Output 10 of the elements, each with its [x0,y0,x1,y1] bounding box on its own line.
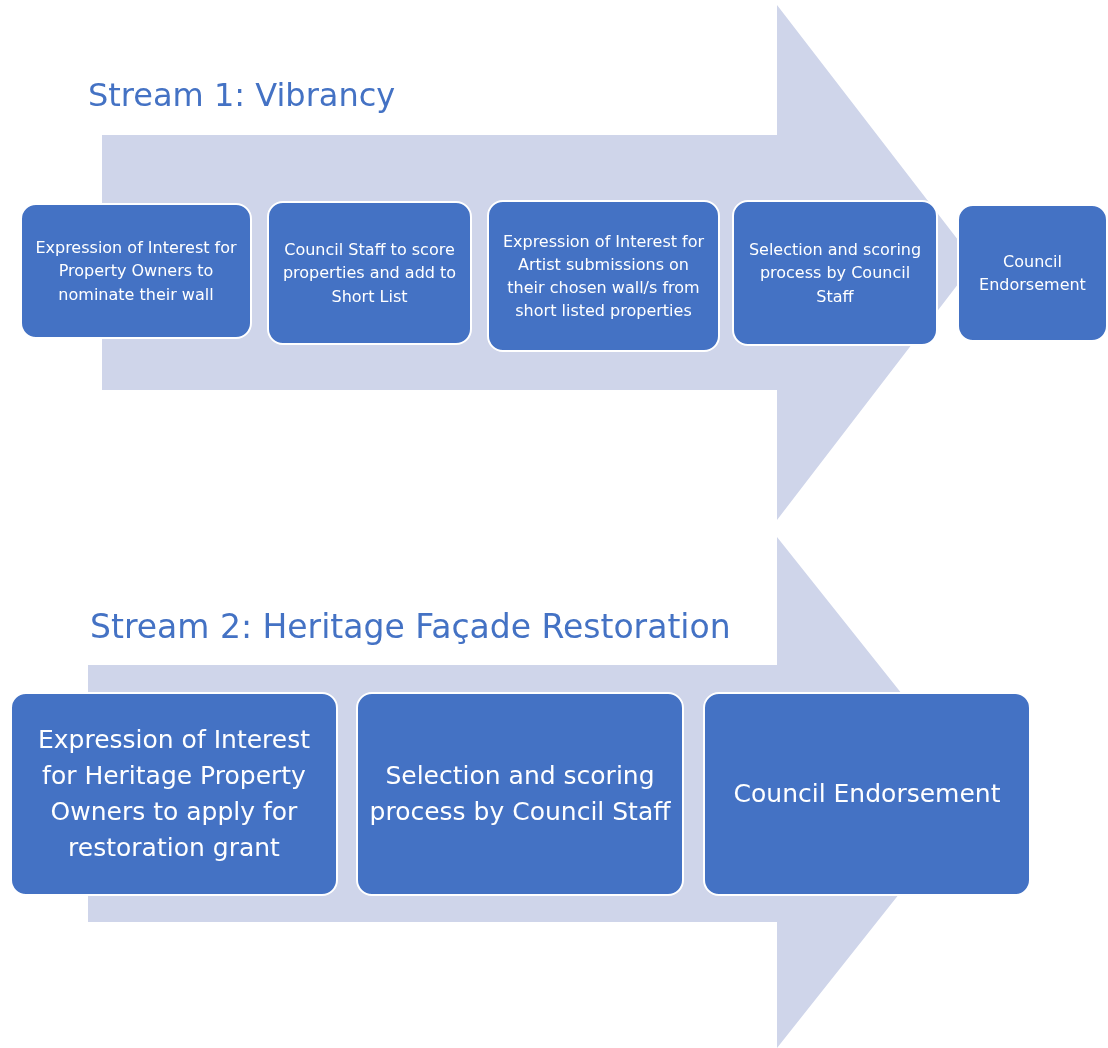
stream-heading: Stream 1: Vibrancy [88,76,396,114]
process-box: Council Staff to score properties and add to Short List [267,201,472,345]
process-box: Selection and scoring process by Council Staff [732,200,938,346]
process-box: Selection and scoring process by Council Staff [356,692,684,896]
stream-heading: Stream 2: Heritage Façade Restoration [90,607,731,646]
process-box: Expression of Interest for Property Owners to nominate their wall [20,203,252,339]
process-box: Council Endorsement [957,204,1108,342]
process-box: Council Endorsement [703,692,1031,896]
process-box: Expression of Interest for Artist submissions on their chosen wall/s from short listed properties [487,200,720,352]
process-box: Expression of Interest for Heritage Property Owners to apply for restoration grant [10,692,338,896]
